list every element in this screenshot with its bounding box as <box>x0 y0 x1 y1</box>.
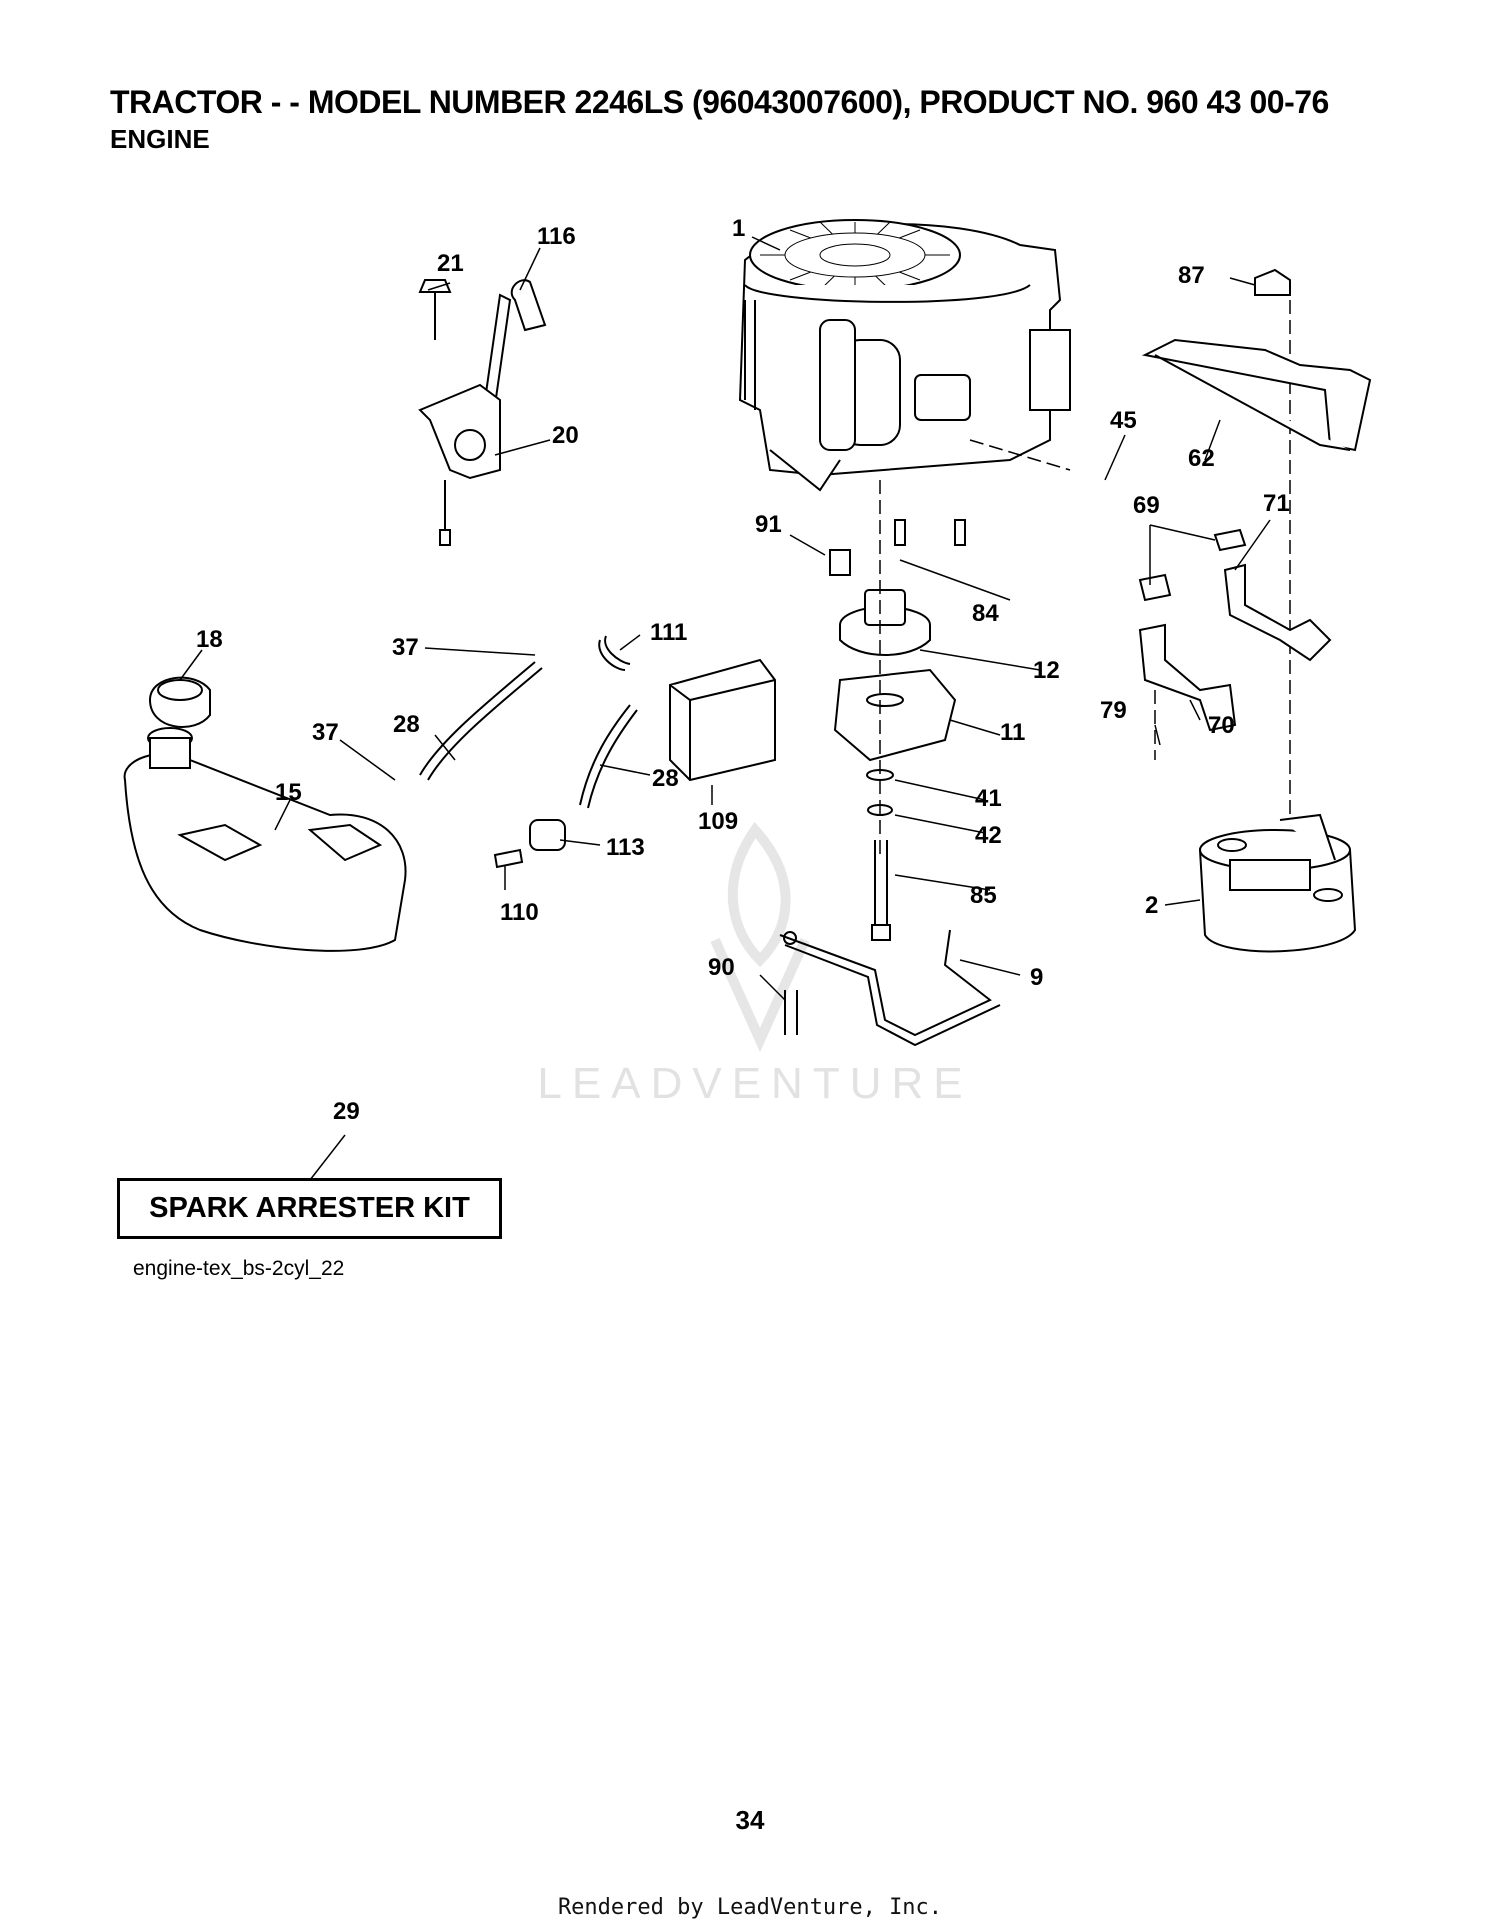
callout-11: 11 <box>1000 719 1025 746</box>
callout-87: 87 <box>1178 262 1205 289</box>
fuel-lines <box>419 635 638 869</box>
throttle-control <box>418 279 547 546</box>
callout-79: 79 <box>1100 697 1127 724</box>
callout-28-upper: 28 <box>393 711 420 738</box>
callout-9: 9 <box>1030 964 1043 991</box>
callout-labels: 1 116 21 20 87 45 62 69 71 91 84 12 11 4… <box>196 215 1290 1125</box>
figure-id: engine-tex_bs-2cyl_22 <box>133 1257 345 1280</box>
callout-2: 2 <box>1145 892 1158 919</box>
callout-71: 71 <box>1263 490 1290 517</box>
callout-21: 21 <box>437 250 464 277</box>
callout-29: 29 <box>333 1098 360 1125</box>
exhaust-system <box>1138 268 1372 953</box>
callout-15: 15 <box>275 779 302 806</box>
bracket-9 <box>779 929 1001 1047</box>
section-subtitle: ENGINE <box>110 124 210 154</box>
callout-20: 20 <box>552 422 579 449</box>
callout-37-lower: 37 <box>312 719 339 746</box>
callout-28-lower: 28 <box>652 765 679 792</box>
callout-111: 111 <box>650 619 687 646</box>
page-title: TRACTOR - - MODEL NUMBER 2246LS (9604300… <box>110 84 1329 120</box>
callout-85: 85 <box>970 882 997 909</box>
engine-assembly <box>738 219 1071 492</box>
spark-arrester-kit-box: SPARK ARRESTER KIT <box>117 1178 502 1239</box>
callout-45: 45 <box>1110 407 1137 434</box>
callout-37-upper: 37 <box>392 634 419 661</box>
page-number: 34 <box>735 1805 765 1835</box>
callout-41: 41 <box>975 785 1002 812</box>
callout-110: 110 <box>500 899 539 926</box>
callout-113: 113 <box>606 834 645 861</box>
callout-42: 42 <box>975 822 1002 849</box>
callout-18: 18 <box>196 626 223 653</box>
component-109 <box>669 658 776 782</box>
callout-12: 12 <box>1033 657 1060 684</box>
fuel-tank <box>123 676 407 952</box>
callout-91: 91 <box>755 511 782 538</box>
leader-lines <box>179 236 1271 1181</box>
callout-70: 70 <box>1208 712 1235 739</box>
footer-credit: Rendered by LeadVenture, Inc. <box>557 1895 943 1920</box>
alignment-lines <box>879 300 1291 860</box>
pulley-clutch-stack <box>829 519 966 941</box>
callout-116: 116 <box>537 223 576 250</box>
watermark-text: LEADVENTURE <box>537 1059 972 1108</box>
callout-69: 69 <box>1133 492 1160 519</box>
callout-62: 62 <box>1188 445 1215 472</box>
callout-1: 1 <box>732 215 745 242</box>
watermark-logo <box>710 821 810 1053</box>
callout-90: 90 <box>708 954 735 981</box>
callout-109: 109 <box>698 808 738 835</box>
callout-84: 84 <box>972 600 999 627</box>
